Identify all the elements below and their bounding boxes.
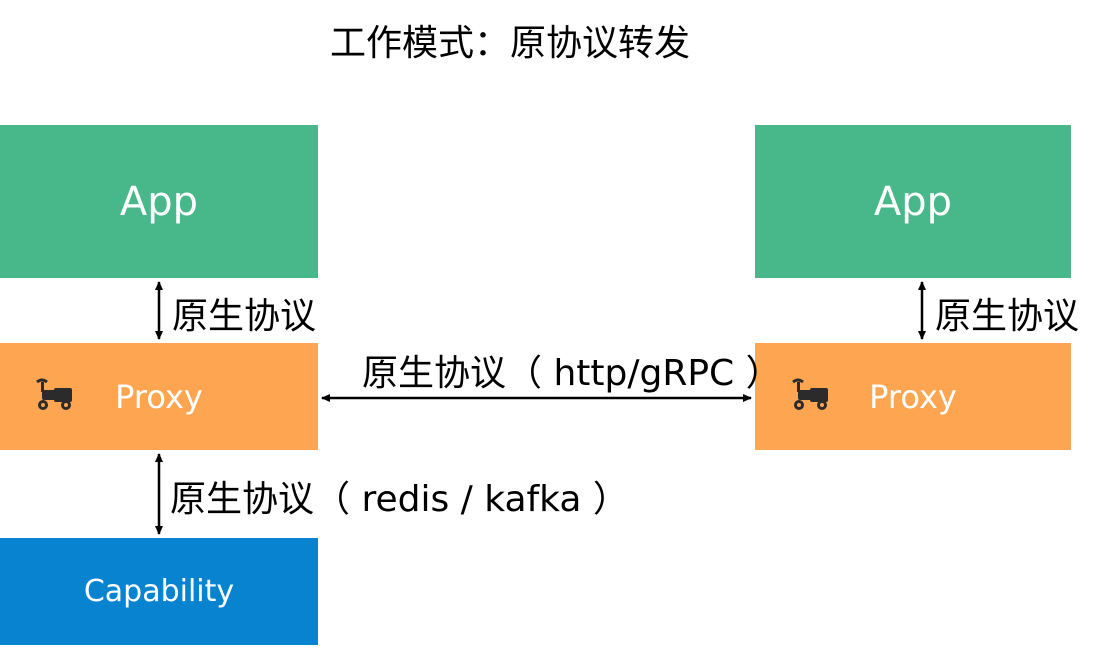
right-app-proxy-label: 原生协议	[935, 296, 1080, 337]
left-proxy-box: Proxy	[0, 343, 318, 450]
diagram-title: 工作模式：原协议转发	[329, 23, 690, 64]
left-app-proxy-label: 原生协议	[172, 296, 317, 337]
right-app-label: App	[873, 178, 953, 225]
proxy-proxy-label: 原生协议（ http/gRPC ）	[362, 353, 782, 394]
scooter-icon	[36, 378, 72, 410]
left-app-label: App	[119, 178, 199, 225]
scooter-icon	[792, 378, 828, 410]
left-app-box: App	[0, 125, 318, 278]
proxy-capability-label: 原生协议（ redis / kafka ）	[170, 479, 629, 520]
capability-label: Capability	[83, 574, 235, 609]
right-app-box: App	[755, 125, 1071, 278]
capability-box: Capability	[0, 538, 318, 645]
left-proxy-label: Proxy	[115, 377, 203, 416]
right-proxy-label: Proxy	[869, 377, 957, 416]
